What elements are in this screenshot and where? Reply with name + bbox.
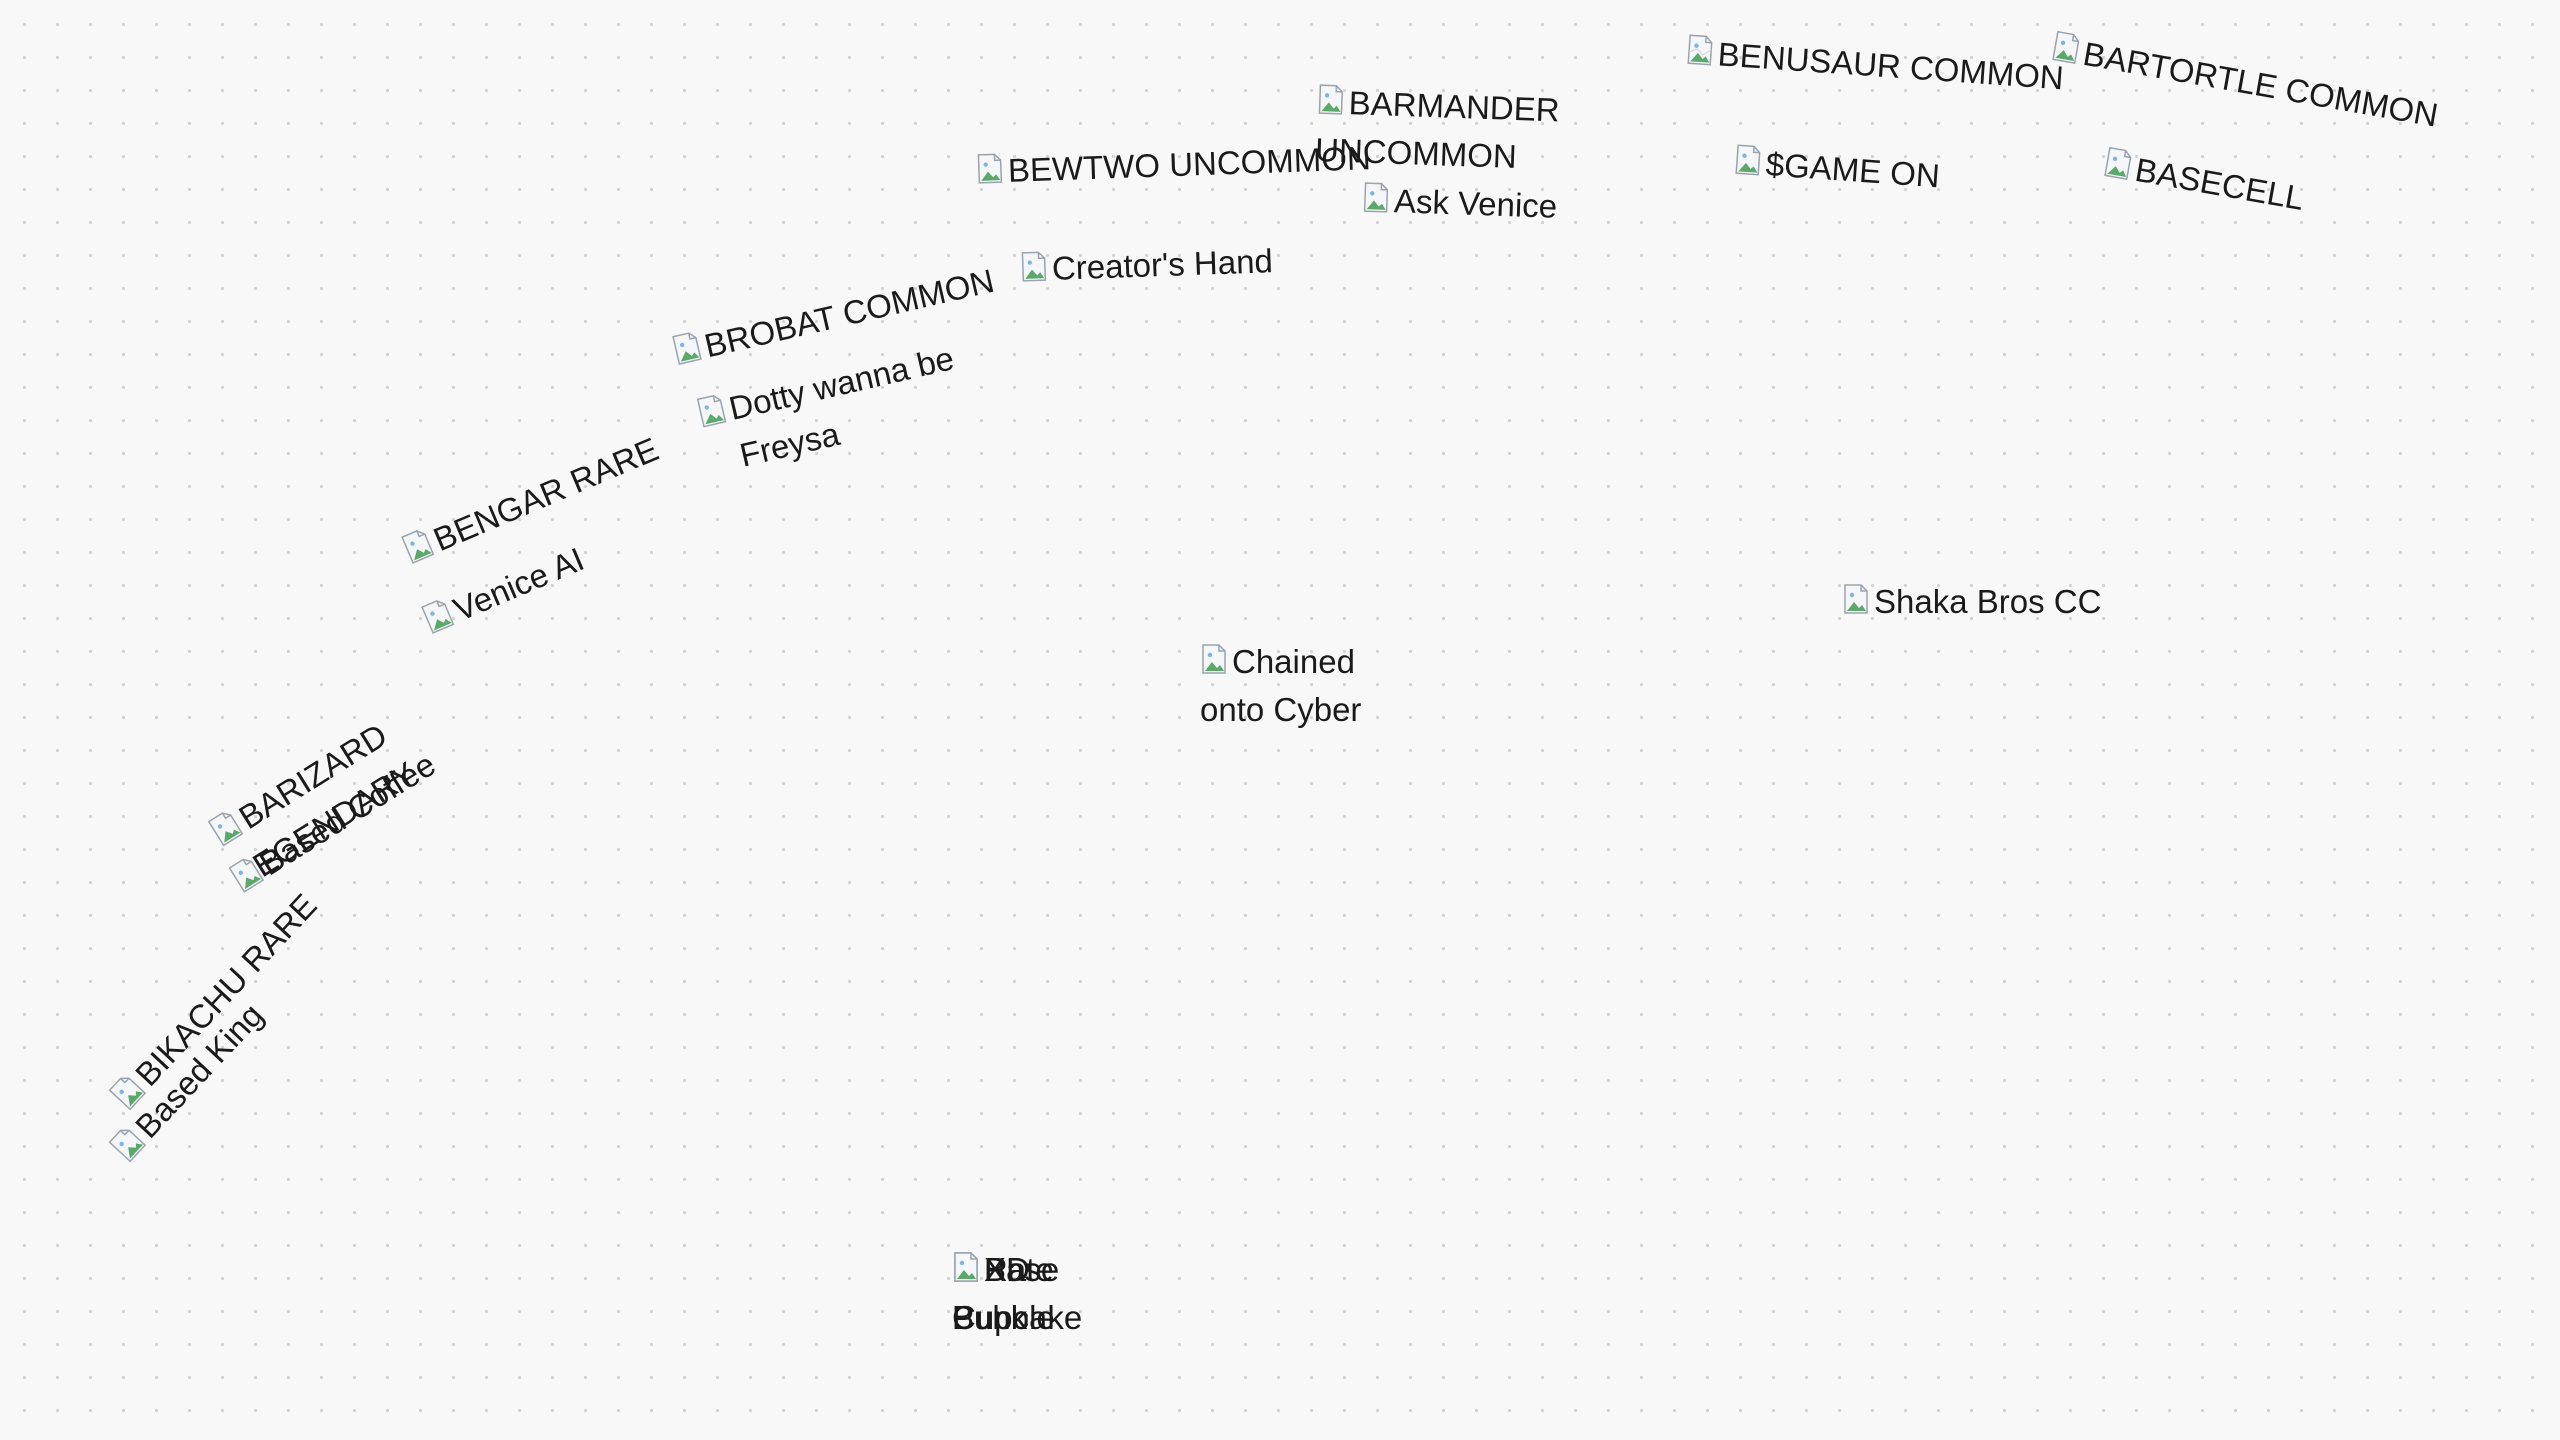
node-label: Rate Cupcake	[952, 1251, 1083, 1336]
node-based-coffee[interactable]: Based Coffee	[223, 741, 445, 904]
node-bartortle-common[interactable]: BARTORTLE COMMON	[2048, 24, 2442, 139]
broken-image-icon	[418, 594, 459, 637]
node-label: Shaka Bros CC	[1874, 583, 2102, 620]
node-label: BENGAR RARE	[428, 430, 664, 559]
node-benusaur-common[interactable]: BENUSAUR COMMON	[1684, 28, 2065, 102]
node-stack-c[interactable]: Base Bubble	[952, 1246, 1102, 1342]
node-venice-ai[interactable]: Venice AI	[417, 536, 592, 646]
broken-image-icon	[694, 390, 731, 430]
node-label: BENUSAUR COMMON	[1716, 35, 2065, 97]
broken-image-icon	[1733, 142, 1765, 178]
node-game-on[interactable]: $GAME ON	[1732, 138, 1941, 200]
node-label: XD Punk	[952, 1251, 1030, 1336]
node-based-king[interactable]: Based King	[102, 993, 274, 1173]
node-label: Chained onto Cyber	[1200, 643, 1362, 728]
broken-image-icon	[1362, 180, 1393, 215]
broken-image-icon	[225, 851, 268, 896]
broken-image-icon	[205, 805, 248, 850]
broken-image-icon	[975, 151, 1006, 186]
broken-image-icon	[105, 1120, 150, 1165]
node-label: Ask Venice	[1393, 182, 1558, 225]
broken-image-icon	[2102, 144, 2137, 183]
broken-image-icon	[1019, 249, 1050, 284]
node-dotty-wanna-be-freysa[interactable]: Dotty wanna be Freysa	[693, 332, 978, 486]
broken-image-icon	[952, 1250, 982, 1284]
node-barizard-legendary[interactable]: BARIZARD LEGENDARY	[203, 701, 440, 899]
node-bengar-rare[interactable]: BENGAR RARE	[397, 426, 666, 577]
node-label: Base Bubble	[952, 1251, 1060, 1336]
node-shaka-bros-cc[interactable]: Shaka Bros CC	[1842, 578, 2101, 626]
node-chained-onto-cyber[interactable]: Chained onto Cyber	[1200, 638, 1380, 734]
node-bikachu-rare[interactable]: BIKACHU RARE	[102, 883, 328, 1120]
broken-image-icon	[670, 328, 707, 368]
node-barmander-uncommon[interactable]: BARMANDER UNCOMMON	[1314, 78, 1587, 183]
broken-image-icon	[1685, 32, 1717, 68]
broken-image-icon	[398, 524, 439, 567]
node-ask-venice[interactable]: Ask Venice	[1361, 176, 1558, 231]
node-bewtwo-uncommon[interactable]: BEWTWO UNCOMMON	[975, 134, 1371, 196]
node-creators-hand[interactable]: Creator's Hand	[1019, 237, 1273, 294]
node-label: BASECELL	[2132, 150, 2307, 217]
node-label: BARTORTLE COMMON	[2080, 34, 2441, 134]
node-label: $GAME ON	[1764, 145, 1942, 195]
broken-image-icon	[1200, 642, 1230, 676]
broken-image-icon	[105, 1068, 150, 1113]
broken-image-icon	[1842, 582, 1872, 616]
broken-image-icon	[2050, 28, 2085, 67]
broken-image-icon	[1316, 82, 1347, 117]
node-brobat-common[interactable]: BROBAT COMMON	[669, 257, 999, 378]
node-label: Creator's Hand	[1051, 242, 1274, 287]
node-label: BEWTWO UNCOMMON	[1007, 139, 1372, 189]
node-basecell[interactable]: BASECELL	[2100, 140, 2308, 222]
